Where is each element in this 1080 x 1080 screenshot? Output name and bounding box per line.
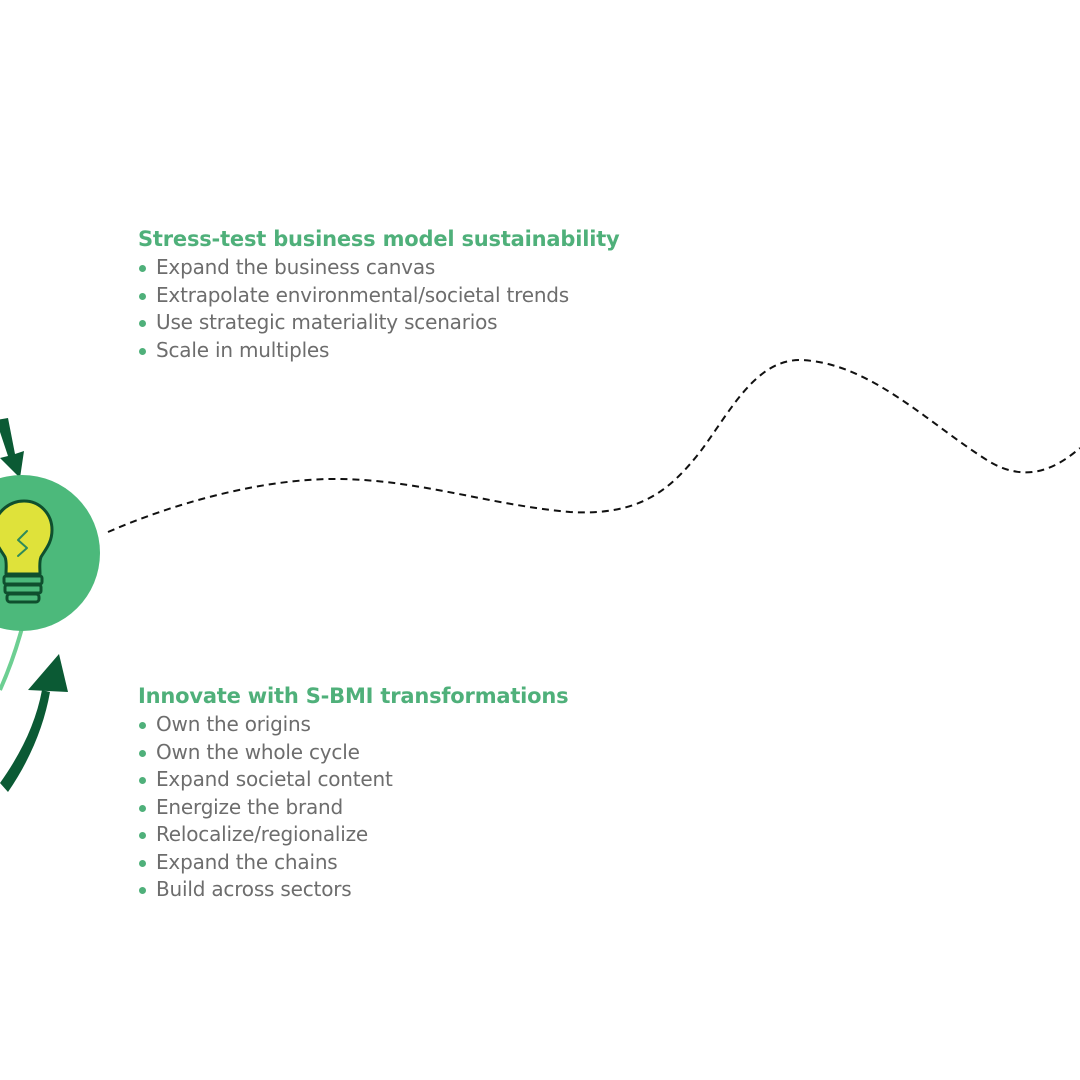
light-green-connector — [0, 627, 24, 691]
bullet-dot — [139, 804, 146, 812]
arrow-down-icon — [0, 418, 24, 478]
bullet-dot — [139, 749, 146, 757]
list-item-label: Expand the chains — [156, 849, 338, 874]
list-item-label: Relocalize/regionalize — [156, 822, 369, 846]
list-item: Use strategic materiality scenarios — [138, 309, 620, 337]
bullet-dot — [139, 347, 146, 355]
bullet-dot — [139, 265, 146, 272]
bullet-dot — [139, 859, 146, 867]
list-item-label: Extrapolate environmental/societal trend… — [156, 282, 570, 307]
list-item-label: Build across sectors — [156, 877, 352, 901]
bullet-dot — [139, 832, 146, 839]
list-item-label: Scale in multiples — [156, 337, 330, 362]
innovate-list: Own the origins Own the whole cycle Expa… — [138, 711, 568, 904]
stress-test-block: Stress-test business model sustainabilit… — [138, 225, 620, 364]
list-item: Own the whole cycle — [138, 739, 568, 767]
bullet-dot — [139, 320, 146, 327]
list-item: Extrapolate environmental/societal trend… — [138, 282, 620, 310]
list-item-label: Expand the business canvas — [156, 255, 436, 279]
list-item: Build across sectors — [138, 876, 568, 904]
innovate-block: Innovate with S-BMI transformations Own … — [138, 682, 569, 904]
list-item-label: Use strategic materiality scenarios — [156, 310, 498, 334]
list-item-label: Expand societal content — [156, 767, 393, 791]
arrow-up-icon — [0, 654, 68, 792]
bullet-dot — [139, 292, 146, 300]
list-item-label: Own the whole cycle — [156, 739, 360, 764]
innovate-title: Innovate with S-BMI transformations — [138, 684, 569, 708]
list-item: Expand the chains — [138, 849, 568, 877]
list-item: Relocalize/regionalize — [138, 821, 568, 849]
bullet-dot — [139, 722, 146, 729]
list-item: Energize the brand — [138, 794, 568, 822]
list-item-label: Own the origins — [156, 712, 311, 736]
list-item: Own the origins — [138, 711, 568, 739]
bullet-dot — [139, 887, 146, 894]
list-item: Scale in multiples — [138, 337, 620, 365]
dashed-journey-path — [107, 358, 1080, 533]
bullet-dot — [139, 777, 146, 784]
list-item-label: Energize the brand — [156, 794, 344, 819]
list-item: Expand the business canvas — [138, 254, 620, 282]
stress-test-list: Expand the business canvas Extrapolate e… — [138, 254, 620, 364]
lightbulb-icon — [0, 499, 54, 604]
list-item: Expand societal content — [138, 766, 568, 794]
stress-test-title: Stress-test business model sustainabilit… — [138, 227, 620, 251]
